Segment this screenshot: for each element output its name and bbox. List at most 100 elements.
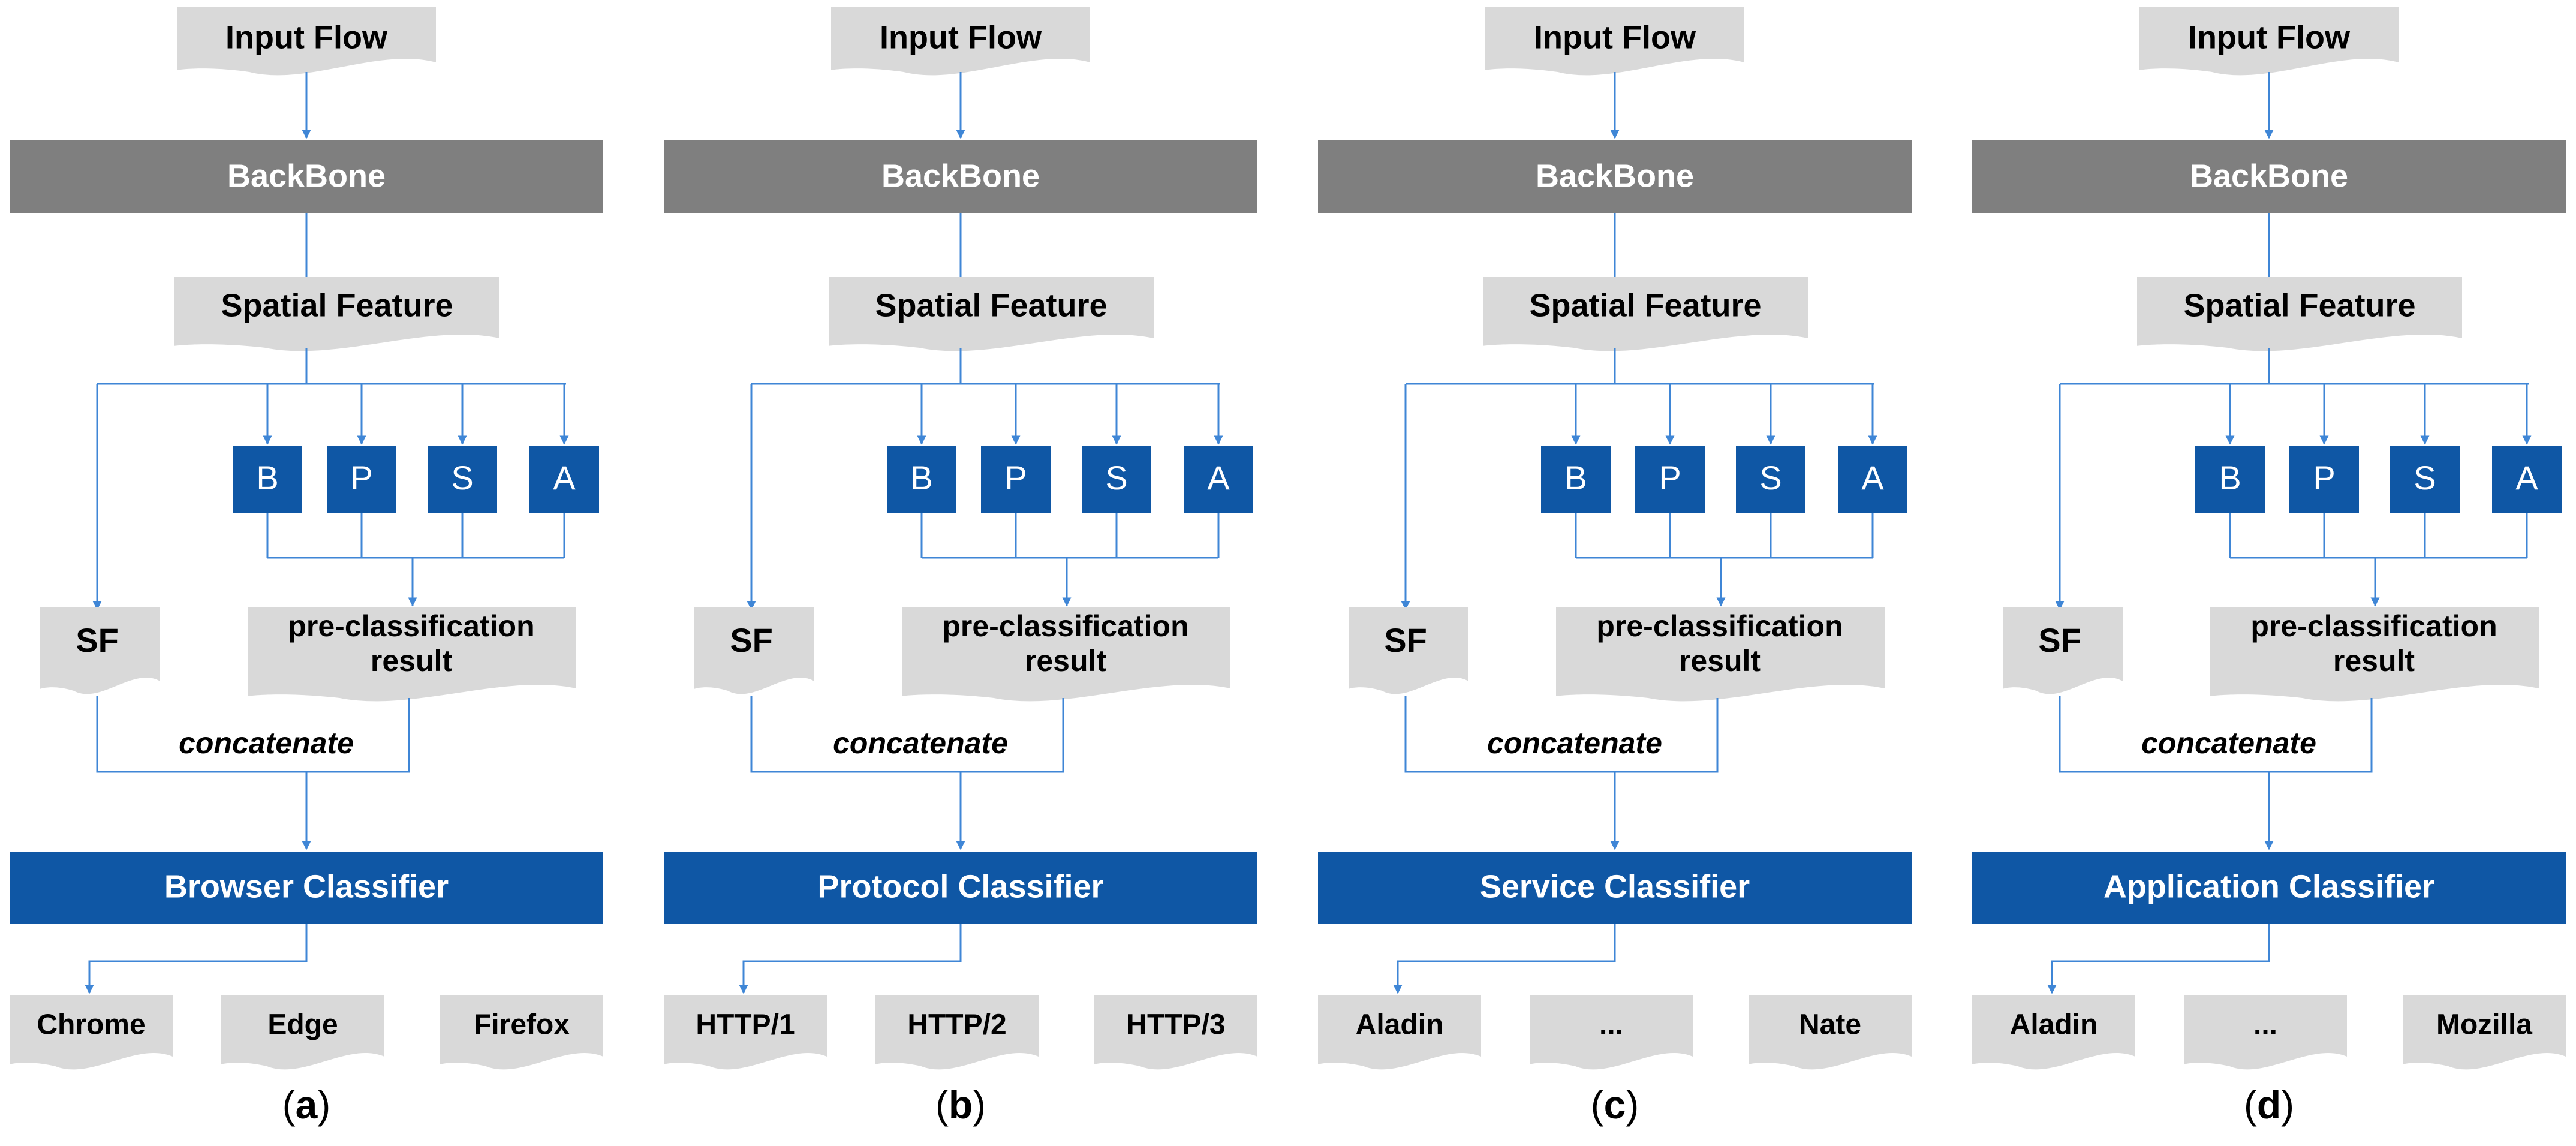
output-box-1 <box>664 995 827 1070</box>
module-a-box <box>2492 446 2562 513</box>
module-a-box <box>1184 446 1253 513</box>
module-p-label: P <box>1004 459 1027 497</box>
backbone-label: BackBone <box>1536 158 1694 194</box>
module-p-box <box>1635 446 1705 513</box>
output-label-2: ... <box>2253 1009 2277 1041</box>
classifier-bar <box>664 852 1257 924</box>
output-label-1: Aladin <box>2010 1009 2098 1041</box>
panel-caption: (d) <box>2244 1082 2294 1127</box>
spatial-feature-label: Spatial Feature <box>875 287 1107 323</box>
input-flow-box <box>831 7 1090 76</box>
output-label-3: Nate <box>1799 1009 1861 1041</box>
panel-caption: (a) <box>282 1082 331 1127</box>
spatial-feature-label: Spatial Feature <box>2183 287 2415 323</box>
module-s-box <box>1082 446 1151 513</box>
input-flow-label: Input Flow <box>1534 19 1696 55</box>
pre-classification-line1: pre-classification <box>942 609 1188 643</box>
module-s-label: S <box>451 459 473 497</box>
classifier-label: Application Classifier <box>2103 868 2434 904</box>
module-b-label: B <box>256 459 278 497</box>
backbone-bar <box>664 140 1257 213</box>
caption-letter: b <box>949 1082 973 1127</box>
pre-classification-line2: result <box>371 644 453 678</box>
module-b-box <box>1541 446 1611 513</box>
caption-letter: c <box>1604 1082 1626 1127</box>
classifier-bar <box>10 852 603 924</box>
concatenate-label: concatenate <box>1487 726 1662 760</box>
sf-label: SF <box>730 621 773 659</box>
output-box-1 <box>1972 995 2135 1070</box>
line-sf-down <box>1404 696 1719 773</box>
backbone-label: BackBone <box>227 158 386 194</box>
output-label-2: Edge <box>267 1009 338 1041</box>
caption-letter: d <box>2257 1082 2281 1127</box>
classifier-label: Browser Classifier <box>164 868 449 904</box>
spatial-feature-box <box>1483 277 1808 351</box>
module-a-box <box>529 446 599 513</box>
line-sf-down <box>750 696 1064 773</box>
module-p-label: P <box>2313 459 2335 497</box>
module-a-label: A <box>1207 459 1230 497</box>
pre-classification-line2: result <box>1679 644 1761 678</box>
output-label-2: HTTP/2 <box>907 1009 1006 1041</box>
pre-classification-line1: pre-classification <box>2250 609 2497 643</box>
backbone-bar <box>1318 140 1912 213</box>
module-p-label: P <box>350 459 372 497</box>
module-b-label: B <box>1564 459 1587 497</box>
output-label-1: Aladin <box>1356 1009 1444 1041</box>
pre-classification-box <box>248 607 576 702</box>
spatial-feature-label: Spatial Feature <box>1529 287 1761 323</box>
sf-box <box>694 607 814 694</box>
module-p-box <box>981 446 1051 513</box>
pre-classification-line2: result <box>2333 644 2415 678</box>
spatial-feature-box <box>829 277 1154 351</box>
output-box-3 <box>2403 995 2566 1070</box>
module-b-box <box>233 446 302 513</box>
concatenate-label: concatenate <box>833 726 1008 760</box>
output-label-3: Firefox <box>474 1009 570 1041</box>
module-s-label: S <box>1105 459 1127 497</box>
output-label-3: Mozilla <box>2436 1009 2532 1041</box>
line-sf-down <box>96 696 410 773</box>
pre-classification-box <box>2210 607 2539 702</box>
output-box-2 <box>875 995 1039 1070</box>
panel-caption: (c) <box>1591 1082 1639 1127</box>
module-p-box <box>327 446 396 513</box>
classifier-label: Protocol Classifier <box>817 868 1103 904</box>
output-label-3: HTTP/3 <box>1126 1009 1225 1041</box>
classifier-bar <box>1318 852 1912 924</box>
output-label-1: Chrome <box>37 1009 145 1041</box>
module-a-label: A <box>553 459 576 497</box>
sf-box <box>40 607 160 694</box>
spatial-feature-box <box>2137 277 2462 351</box>
input-flow-box <box>1485 7 1744 76</box>
backbone-bar <box>1972 140 2566 213</box>
module-s-box <box>1736 446 1805 513</box>
sf-label: SF <box>76 621 119 659</box>
arrow-to-first-output <box>739 924 962 994</box>
pre-classification-line2: result <box>1025 644 1107 678</box>
sf-label: SF <box>2038 621 2081 659</box>
output-box-2 <box>221 995 384 1070</box>
pre-classification-box <box>1556 607 1885 702</box>
output-label-1: HTTP/1 <box>696 1009 795 1041</box>
input-flow-box <box>2139 7 2399 76</box>
pre-classification-line1: pre-classification <box>288 609 534 643</box>
input-flow-label: Input Flow <box>880 19 1042 55</box>
input-flow-box <box>177 7 436 76</box>
spatial-feature-box <box>174 277 499 351</box>
arrow-to-first-output <box>1393 924 1616 994</box>
module-s-box <box>2390 446 2460 513</box>
pre-classification-line1: pre-classification <box>1596 609 1843 643</box>
arrow-to-first-output <box>85 924 308 994</box>
input-flow-label: Input Flow <box>225 19 388 55</box>
classifier-label: Service Classifier <box>1480 868 1750 904</box>
module-a-box <box>1838 446 1907 513</box>
backbone-label: BackBone <box>2190 158 2348 194</box>
module-a-label: A <box>1861 459 1884 497</box>
concatenate-label: concatenate <box>2141 726 2316 760</box>
line-sf-down <box>2059 696 2373 773</box>
